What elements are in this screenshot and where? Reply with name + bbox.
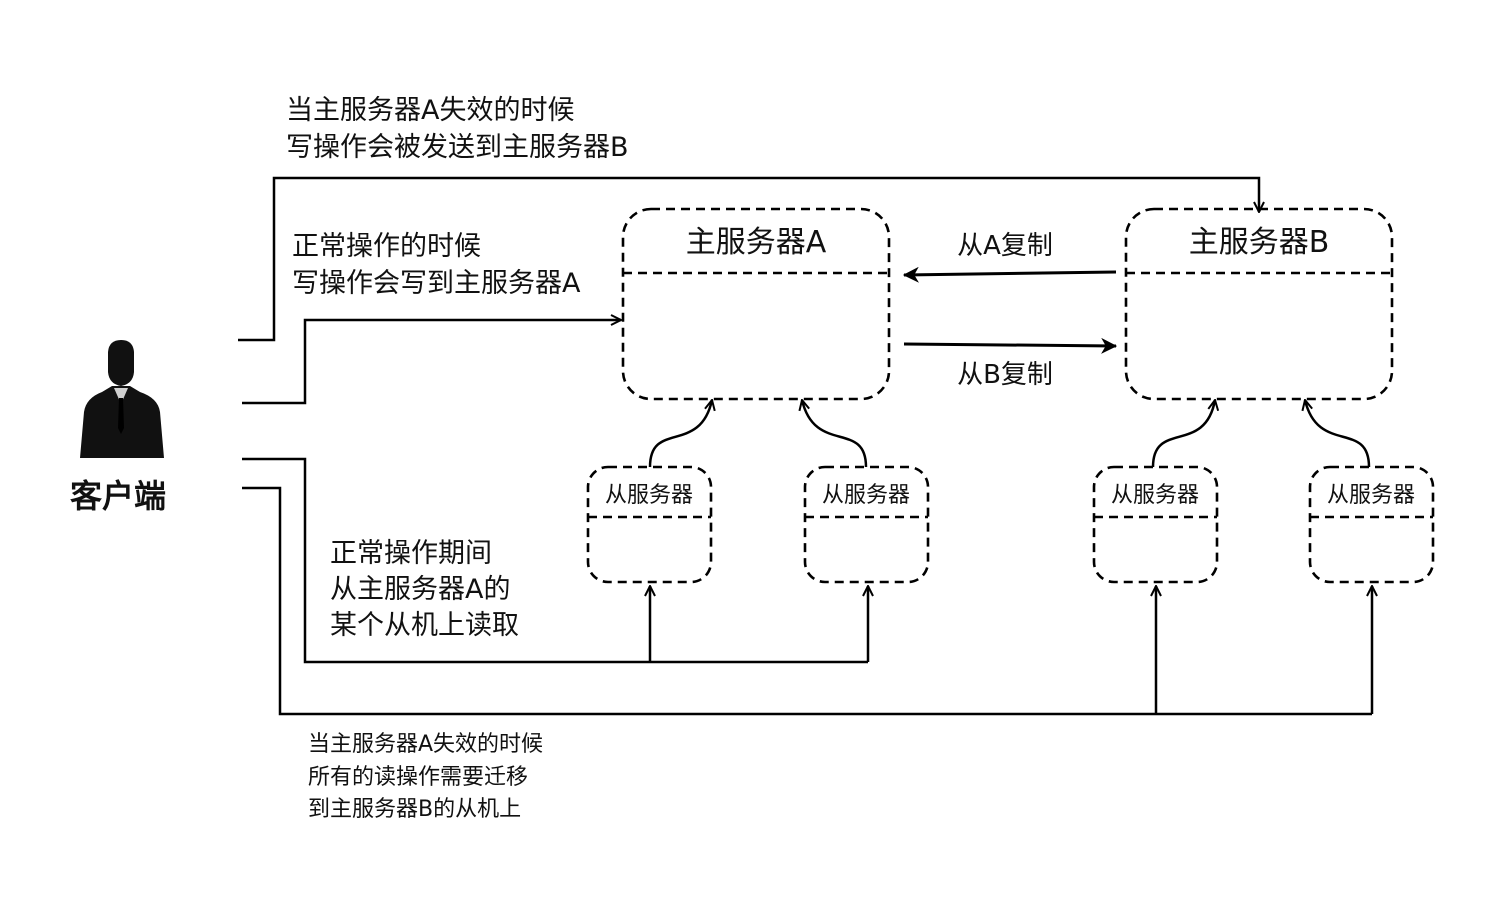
slave-b2-title: 从服务器	[1327, 483, 1415, 508]
slave-a2-to-master-a-arrow	[802, 400, 868, 468]
businessman-icon	[80, 340, 164, 458]
note-normal-read-line-3: 某个从机上读取	[330, 610, 519, 641]
master-server-a: 主服务器A	[621, 207, 891, 401]
note-failover-read: 当主服务器A失效的时候 所有的读操作需要迁移 到主服务器B的从机上	[308, 732, 543, 822]
slave-b1-to-master-b-arrow	[1151, 400, 1215, 468]
slave-b1-title: 从服务器	[1111, 483, 1199, 508]
note-failover-write-line-2: 写操作会被发送到主服务器B	[286, 132, 629, 163]
master-a-title: 主服务器A	[686, 225, 827, 260]
businessman-shirt	[114, 388, 128, 404]
note-normal-read-line-1: 正常操作期间	[330, 538, 492, 569]
failover-write-path	[238, 176, 1259, 342]
slave-server-b2: 从服务器	[1308, 465, 1435, 584]
slave-a1-to-master-a-arrow	[648, 400, 712, 468]
master-b-title: 主服务器B	[1189, 225, 1330, 260]
note-failover-write-line-1: 当主服务器A失效的时候	[286, 95, 574, 126]
client-label: 客户端	[70, 477, 166, 515]
note-failover-write: 当主服务器A失效的时候 写操作会被发送到主服务器B	[286, 95, 629, 163]
master-server-b: 主服务器B	[1124, 207, 1394, 401]
slave-server-a2: 从服务器	[803, 465, 930, 584]
slave-a1-title: 从服务器	[605, 483, 693, 508]
replicate-a-to-b-label: 从B复制	[957, 360, 1053, 390]
businessman-head	[108, 340, 134, 386]
note-failover-read-line-2: 所有的读操作需要迁移	[308, 765, 528, 790]
replicate-a-to-b-arrow	[903, 337, 1118, 354]
slave-a2-title: 从服务器	[822, 483, 910, 508]
slave-server-b1: 从服务器	[1092, 465, 1219, 584]
note-normal-read-line-2: 从主服务器A的	[330, 574, 510, 605]
note-normal-read: 正常操作期间 从主服务器A的 某个从机上读取	[330, 538, 519, 641]
failover-read-path	[242, 486, 1372, 716]
note-normal-write-line-1: 正常操作的时候	[292, 231, 481, 262]
replicate-b-to-a-label: 从A复制	[957, 231, 1053, 261]
businessman-tie	[118, 398, 124, 434]
note-failover-read-line-3: 到主服务器B的从机上	[308, 797, 521, 822]
replicate-b-to-a-arrow	[902, 266, 1117, 283]
normal-read-path	[242, 457, 868, 664]
note-normal-write: 正常操作的时候 写操作会写到主服务器A	[292, 231, 581, 299]
slave-server-a1: 从服务器	[586, 465, 713, 584]
slave-b2-to-master-b-arrow	[1305, 400, 1371, 468]
note-failover-read-line-1: 当主服务器A失效的时候	[308, 732, 543, 757]
note-normal-write-line-2: 写操作会写到主服务器A	[292, 268, 581, 299]
normal-write-path	[242, 320, 621, 405]
